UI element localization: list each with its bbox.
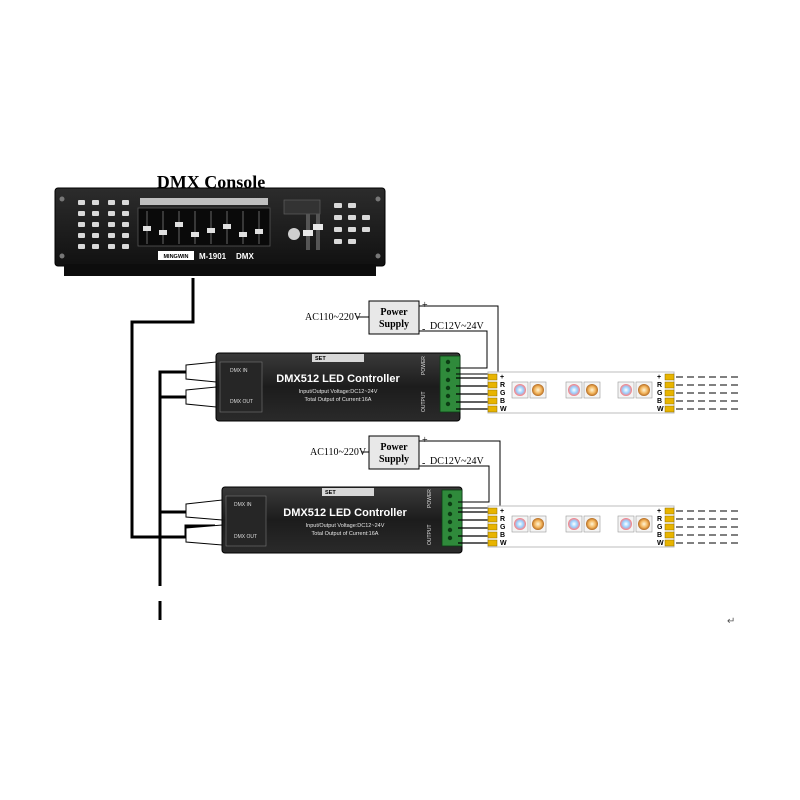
master-fader-knob xyxy=(303,230,313,236)
rack-hole xyxy=(59,253,65,259)
function-buttons xyxy=(334,203,370,244)
jog-wheel xyxy=(288,228,300,240)
pin-g: G xyxy=(657,524,663,531)
io-label: DMX OUT xyxy=(230,399,253,405)
set-strip xyxy=(322,488,374,496)
power-label: POWER xyxy=(427,489,433,508)
pin-r: R xyxy=(657,516,662,523)
pin-g: G xyxy=(657,390,663,397)
set-strip xyxy=(312,354,364,362)
brand-plate xyxy=(158,251,194,260)
dc-wires xyxy=(419,305,499,375)
terminal-block xyxy=(441,489,463,547)
scanner-buttons xyxy=(78,200,129,249)
pin-plus: + xyxy=(657,508,661,515)
power-supply xyxy=(368,435,420,470)
console-model-suffix: DMX xyxy=(236,252,254,261)
dc-wires xyxy=(419,440,501,509)
pin-b: B xyxy=(500,532,505,539)
pin-r: R xyxy=(500,382,505,389)
fader-bank xyxy=(137,207,271,247)
led-strip-pads xyxy=(487,507,675,547)
output-wires xyxy=(458,511,488,544)
pin-plus: + xyxy=(500,374,504,381)
pin-plus: + xyxy=(657,374,661,381)
dmx-io-panel xyxy=(225,495,267,547)
spec-current: Total Output of Current:16A xyxy=(312,531,379,537)
controller-title: DMX512 LED Controller xyxy=(283,507,407,519)
power-label: POWER xyxy=(421,356,427,375)
rack-hole xyxy=(375,253,381,259)
controller-title: DMX512 LED Controller xyxy=(276,373,400,385)
console-brand: MINGWIN xyxy=(163,254,188,260)
psu-minus: - xyxy=(422,324,425,335)
rack-hole xyxy=(59,196,65,202)
pin-w: W xyxy=(500,540,507,547)
ac-label: AC110~220V xyxy=(310,447,367,458)
unit-2: DMX IN DMX OUT SET DMX512 LED Controller… xyxy=(185,435,738,554)
spec-voltage: Input/Output Voltage:DC12~24V xyxy=(306,523,385,529)
console-base xyxy=(64,264,376,276)
set-label: SET xyxy=(325,490,336,496)
led-chips xyxy=(511,515,653,533)
fader-tracks xyxy=(146,211,260,244)
pin-g: G xyxy=(500,390,506,397)
output-label: OUTPUT xyxy=(427,524,433,545)
master-fader-track xyxy=(316,214,320,250)
spec-current: Total Output of Current:16A xyxy=(305,397,372,403)
pin-b: B xyxy=(657,398,662,405)
psu-line1: Power xyxy=(380,307,408,318)
pin-plus: + xyxy=(500,508,504,515)
strip-continuation xyxy=(676,510,738,544)
scene-strip xyxy=(140,198,268,205)
io-label: DMX IN xyxy=(234,502,252,508)
psu-minus: - xyxy=(422,458,425,469)
fader-knobs xyxy=(143,222,263,237)
pin-w: W xyxy=(657,406,664,413)
output-label: OUTPUT xyxy=(421,391,427,412)
strip-continuation xyxy=(676,376,738,410)
xlr-connectors xyxy=(185,499,223,546)
io-label: DMX OUT xyxy=(234,534,257,540)
led-chips xyxy=(511,381,653,399)
dc-label: DC12V~24V xyxy=(430,456,485,467)
terminal-screws xyxy=(447,493,453,541)
pin-w: W xyxy=(500,406,507,413)
terminal-screws xyxy=(445,359,451,407)
spec-voltage: Input/Output Voltage:DC12~24V xyxy=(299,389,378,395)
psu-line2: Supply xyxy=(379,454,409,465)
xlr-connectors xyxy=(185,361,217,408)
led-strip-pads xyxy=(487,373,675,413)
dc-label: DC12V~24V xyxy=(430,321,485,332)
return-mark: ↵ xyxy=(727,616,735,627)
pin-r: R xyxy=(500,516,505,523)
pin-g: G xyxy=(500,524,506,531)
rack-hole xyxy=(375,196,381,202)
output-wires xyxy=(456,377,488,410)
pin-w: W xyxy=(657,540,664,547)
psu-line2: Supply xyxy=(379,319,409,330)
io-label: DMX IN xyxy=(230,368,248,374)
console-model: M-1901 xyxy=(199,252,227,261)
unit-1: DMX IN DMX OUT SET DMX512 LED Controller… xyxy=(185,300,738,422)
pin-b: B xyxy=(500,398,505,405)
dmx-io-panel xyxy=(219,361,263,413)
dmx-signal-cable xyxy=(130,278,215,620)
set-label: SET xyxy=(315,356,326,362)
console-display xyxy=(283,199,321,215)
terminal-block xyxy=(439,355,461,413)
psu-line1: Power xyxy=(380,442,408,453)
dmx-console: DMX Console xyxy=(54,172,386,276)
master-fader-knob xyxy=(313,224,323,230)
ac-label: AC110~220V xyxy=(305,312,362,323)
pin-r: R xyxy=(657,382,662,389)
pin-b: B xyxy=(657,532,662,539)
console-title: DMX Console xyxy=(157,172,266,192)
